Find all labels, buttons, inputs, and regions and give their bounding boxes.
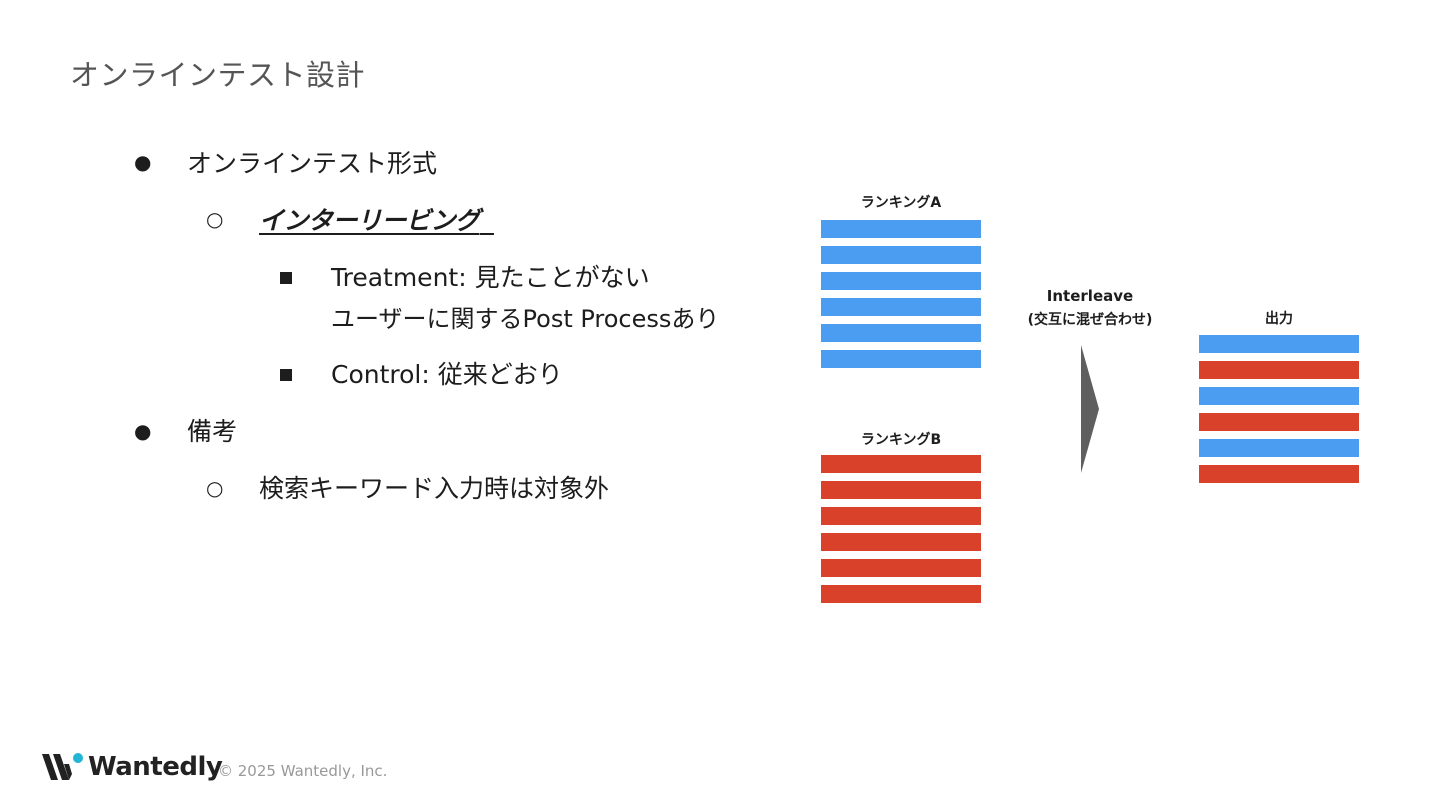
ranking-b-label: ランキングB xyxy=(860,432,942,448)
interleave-sublabel: (交互に混ぜ合わせ) xyxy=(1027,312,1153,328)
interleaving-text: インターリービング xyxy=(259,206,480,235)
logo-text: Wantedly xyxy=(88,752,223,782)
bullet-interleaving: インターリービング xyxy=(259,201,494,237)
copyright: © 2025 Wantedly, Inc. xyxy=(218,762,388,780)
ranking-a-bar xyxy=(821,246,981,264)
right-arrow-icon xyxy=(1081,345,1099,473)
ranking-b-bar xyxy=(821,585,981,603)
ranking-b-bar xyxy=(821,559,981,577)
interleave-label: Interleave xyxy=(1046,287,1134,305)
bullet-treatment-line2: ユーザーに関するPost Processあり xyxy=(331,305,720,333)
bullet-search-keyword-excluded: 検索キーワード入力時は対象外 xyxy=(259,474,610,503)
bullet-filled-circle: ● xyxy=(134,419,152,443)
output-bar xyxy=(1199,413,1359,431)
ranking-a-bar xyxy=(821,350,981,368)
bullet-square xyxy=(280,272,292,284)
output-bars xyxy=(1199,335,1359,485)
ranking-a-label: ランキングA xyxy=(860,195,942,211)
slide-title: オンラインテスト設計 xyxy=(70,58,366,92)
underline-tail xyxy=(479,233,494,235)
ranking-a-bars xyxy=(821,220,981,370)
bullet-filled-circle: ● xyxy=(134,150,152,174)
output-bar xyxy=(1199,335,1359,353)
output-bar xyxy=(1199,361,1359,379)
ranking-a-bar xyxy=(821,324,981,342)
ranking-b-bar xyxy=(821,455,981,473)
bullet-treatment-line1: Treatment: 見たことがない xyxy=(331,263,650,292)
wantedly-logo-icon xyxy=(42,753,83,780)
bullet-hollow-circle: ○ xyxy=(206,207,224,231)
ranking-b-bar xyxy=(821,533,981,551)
output-bar xyxy=(1199,387,1359,405)
ranking-b-bars xyxy=(821,455,981,605)
bullet-control: Control: 従来どおり xyxy=(331,360,563,389)
bullet-notes: 備考 xyxy=(187,417,238,446)
output-bar xyxy=(1199,465,1359,483)
output-bar xyxy=(1199,439,1359,457)
ranking-b-bar xyxy=(821,481,981,499)
ranking-a-bar xyxy=(821,220,981,238)
output-label: 出力 xyxy=(1265,311,1293,327)
bullet-online-test-format: オンラインテスト形式 xyxy=(187,149,438,178)
ranking-a-bar xyxy=(821,298,981,316)
bullet-hollow-circle: ○ xyxy=(206,476,224,500)
bullet-square xyxy=(280,369,292,381)
ranking-b-bar xyxy=(821,507,981,525)
ranking-a-bar xyxy=(821,272,981,290)
